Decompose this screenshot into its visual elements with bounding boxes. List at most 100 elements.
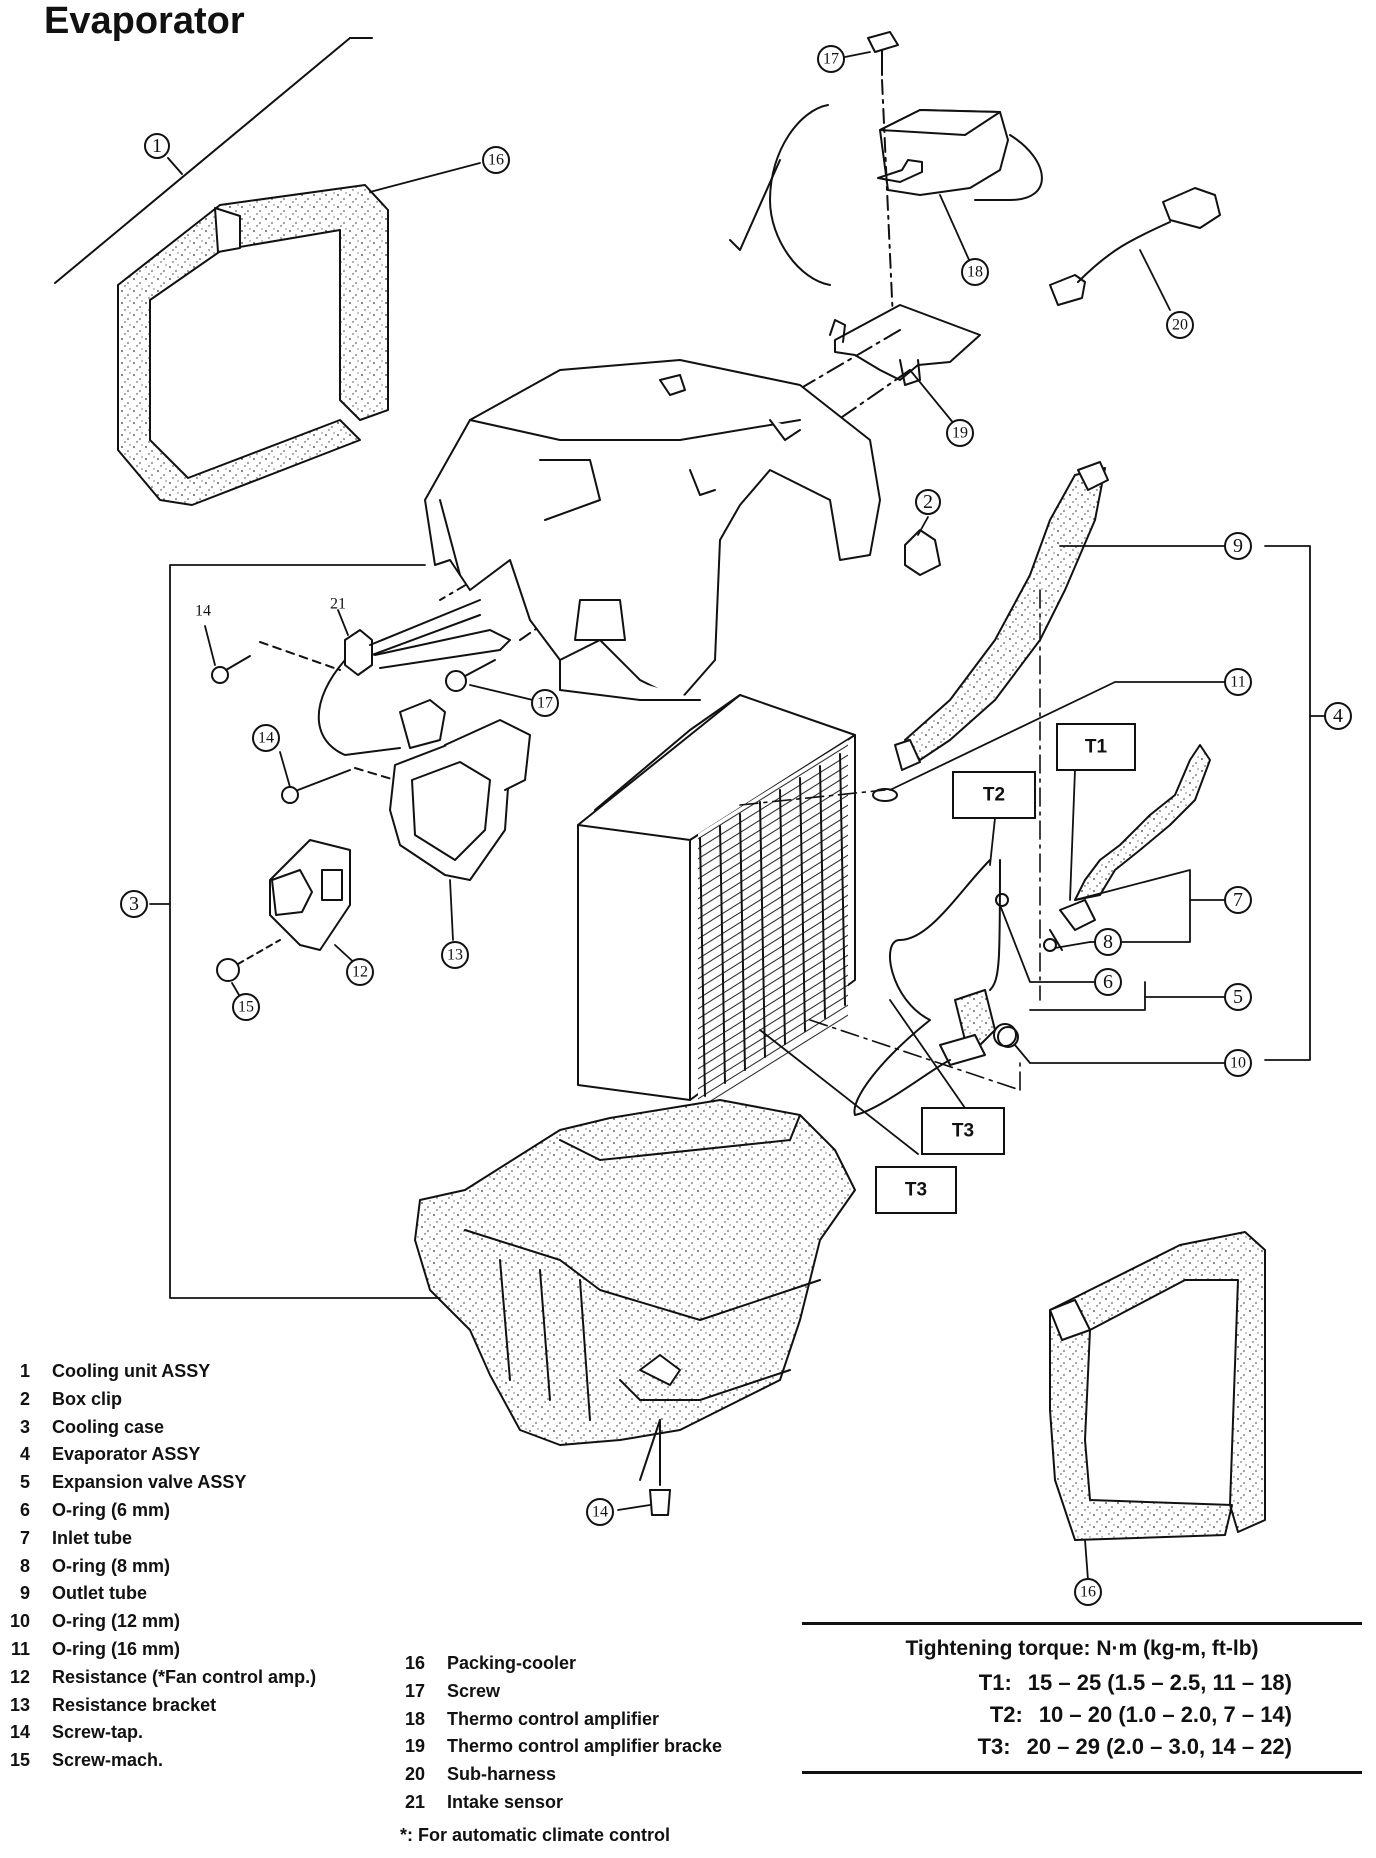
callout-3-label: 3 [129,893,139,915]
legend-name: Screw [447,1680,501,1701]
legend-num: 12 [9,1666,30,1687]
legend-row: 6 O-ring (6 mm) [0,1497,316,1525]
torque-row-t3: T3: 20 – 29 (2.0 – 3.0, 14 – 22) [802,1731,1362,1763]
legend-name: Cooling unit ASSY [52,1361,211,1381]
legend-name: O-ring (6 mm) [52,1499,171,1520]
callout-21-label: 21 [330,596,346,613]
thermo-control-amplifier [729,104,1043,286]
callout-15-label: 15 [238,999,254,1016]
legend-num: 8 [19,1555,30,1576]
callout-7-label: 7 [1233,889,1243,911]
torque-row-value: 10 – 20 (1.0 – 2.0, 7 – 14) [1038,1702,1292,1727]
torque-row-t1: T1: 15 – 25 (1.5 – 2.5, 11 – 18) [802,1667,1362,1699]
torque-tag-t3-lower [875,1166,957,1214]
callout-19-label: 19 [952,425,968,442]
intake-sensor [317,599,511,756]
sub-harness [1049,187,1221,306]
legend-row: 11 O-ring (16 mm) [0,1636,316,1664]
torque-tag-t3-upper [921,1107,1005,1155]
o-ring-6 [995,893,1009,907]
callout-7 [1224,886,1252,914]
evaporator-core [577,694,856,1114]
screw-14-left-mid [281,767,396,804]
page-title: Evaporator [44,0,245,42]
callout-13 [441,941,469,969]
callout-16-lower [1074,1578,1102,1606]
callout-17-top-label: 17 [823,51,839,68]
legend-name: Inlet tube [52,1527,132,1548]
legend-row: 19 Thermo control amplifier bracke [395,1733,722,1761]
upper-cooling-case [424,359,881,701]
callout-17-mid-label: 17 [537,695,553,712]
legend-row: 15 Screw-mach. [0,1747,316,1775]
legend-name: Evaporator ASSY [52,1444,201,1465]
screw-17-mid [445,659,496,692]
footnote: *: For automatic climate control [400,1825,671,1845]
legend-num: 17 [404,1680,425,1701]
callout-1 [144,133,170,159]
torque-table-bottom-rule [802,1771,1362,1774]
callout-6-label: 6 [1103,971,1113,993]
legend-num: 21 [404,1791,425,1812]
torque-tag-t1 [1056,723,1136,771]
box-clip [904,529,941,576]
legend-name: Screw-mach. [52,1750,164,1771]
callout-5 [1224,983,1252,1011]
legend-name: Thermo control amplifier bracke [447,1736,723,1757]
legend-name: Box clip [52,1388,123,1409]
torque-row-value: 15 – 25 (1.5 – 2.5, 11 – 18) [1027,1670,1292,1695]
legend-num: 5 [19,1472,30,1493]
torque-row-label: T1: [978,1670,1012,1695]
legend-num: 7 [19,1527,30,1548]
legend-num: 19 [404,1736,425,1757]
callout-8 [1094,928,1122,956]
legend-num: 11 [10,1638,30,1659]
callout-4-label: 4 [1333,705,1343,727]
callout-8-label: 8 [1103,931,1113,953]
legend-row: 20 Sub-harness [395,1761,722,1789]
packing-cooler-upper [117,184,389,506]
torque-row-value: 20 – 29 (2.0 – 3.0, 14 – 22) [1026,1734,1292,1759]
inlet-tube [1049,744,1211,951]
legend-num: 15 [9,1750,30,1771]
legend-num: 4 [19,1444,30,1465]
callout-20-label: 20 [1172,317,1188,334]
torque-row-label: T2: [989,1702,1023,1727]
legend-num: 6 [19,1499,30,1520]
lower-cooling-case [414,1099,856,1446]
torque-row-label: T3: [977,1734,1011,1759]
legend-num: 18 [404,1708,425,1729]
callout-12-label: 12 [352,964,368,981]
legend-name: Resistance (*Fan control amp.) [52,1666,317,1687]
legend-name: Expansion valve ASSY [52,1472,247,1493]
legend-num: 20 [404,1764,425,1785]
callout-10-label: 10 [1230,1055,1246,1072]
leader-lines [149,51,1326,1581]
o-ring-10 [997,1026,1019,1048]
legend-row: 17 Screw [395,1678,722,1706]
callout-20 [1166,311,1194,339]
legend-name: Thermo control amplifier [447,1708,660,1729]
legend-name: Sub-harness [447,1764,557,1785]
callout-16-lower-label: 16 [1080,1584,1096,1601]
screw-14-bottom [639,1419,671,1516]
screw-top [867,31,899,76]
torque-table-heading: Tightening torque: N·m (kg-m, ft-lb) [905,1637,1259,1660]
callout-15 [232,993,260,1021]
screw-14-left-top [211,655,251,684]
legend-name: O-ring (16 mm) [52,1638,181,1659]
legend-num: 1 [19,1361,30,1381]
callout-14-c-label: 14 [592,1504,608,1521]
legend-num: 13 [9,1694,30,1715]
callout-4 [1324,702,1352,730]
callout-18-label: 18 [967,264,983,281]
resistance-bracket [389,719,531,881]
legend-name: O-ring (8 mm) [52,1555,171,1576]
legend-name: Packing-cooler [447,1653,577,1673]
